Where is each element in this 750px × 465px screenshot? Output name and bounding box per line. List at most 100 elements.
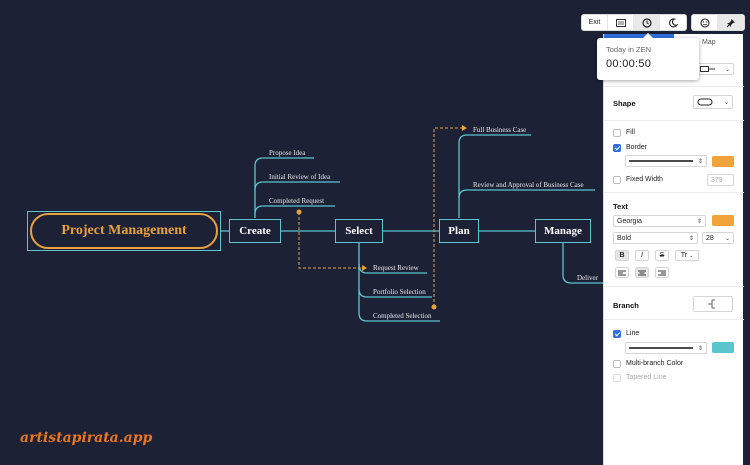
subtopic-deliver[interactable]: Deliver <box>577 274 598 282</box>
format-panel: Map ⌄ Shape ⌄ Fill Border ⇕ Fixed Width … <box>603 34 744 465</box>
stepper-icon: ⇕ <box>688 235 694 242</box>
top-toolbar: Exit <box>581 14 745 31</box>
text-case-button[interactable]: Tr⌄ <box>675 250 699 261</box>
line-color-swatch[interactable] <box>712 342 734 353</box>
multi-branch-color-label: Multi-branch Color <box>626 360 684 367</box>
italic-button[interactable]: I <box>635 250 649 261</box>
subtopic-propose-idea[interactable]: Propose Idea <box>269 149 306 157</box>
subtopic-completed-request[interactable]: Completed Request <box>269 197 325 205</box>
font-size-select[interactable]: 28 ⌄ <box>702 232 734 244</box>
divider <box>604 192 744 193</box>
subtopic-initial-review[interactable]: Initial Review of Idea <box>269 173 331 181</box>
insert-toolbar-group <box>691 14 745 31</box>
line-style-select[interactable]: ⇕ <box>625 342 707 354</box>
connector-initial-review <box>254 181 340 191</box>
connector-request-review <box>358 263 427 274</box>
chevron-down-icon: ⌄ <box>689 252 694 259</box>
align-right-icon[interactable] <box>655 267 669 278</box>
fixed-width-input[interactable]: 379 <box>707 174 734 186</box>
subtopic-request-review[interactable]: Request Review <box>373 264 419 272</box>
chevron-down-icon: ⌄ <box>724 66 730 73</box>
fill-checkbox[interactable] <box>613 129 621 137</box>
relationship-arrowhead-1 <box>362 265 367 271</box>
connector-full-business-case <box>458 134 531 218</box>
divider <box>604 286 744 287</box>
emoji-icon[interactable] <box>692 15 718 30</box>
stepper-icon: ⇕ <box>697 345 703 352</box>
moon-icon[interactable] <box>660 15 686 30</box>
divider <box>604 86 744 87</box>
border-label: Border <box>626 144 648 151</box>
fill-label: Fill <box>626 129 635 136</box>
exit-button[interactable]: Exit <box>582 15 608 30</box>
fixed-width-label: Fixed Width <box>626 176 663 183</box>
watermark: artistapirata.app <box>20 430 153 446</box>
tapered-line-label: Tapered Line <box>626 374 667 381</box>
zen-toolbar-group: Exit <box>581 14 687 31</box>
align-left-icon[interactable] <box>615 267 629 278</box>
relationship-start-dot-1 <box>296 209 302 215</box>
subtopic-review-approval[interactable]: Review and Approval of Business Case <box>473 181 584 189</box>
line-label: Line <box>626 330 640 337</box>
border-color-swatch[interactable] <box>712 156 734 167</box>
branch-section-title: Branch <box>613 301 639 310</box>
relationship-arrow-2 <box>433 127 466 307</box>
connector-portfolio-selection <box>358 288 432 298</box>
outline-icon[interactable] <box>608 15 634 30</box>
relationship-start-dot-2 <box>431 304 437 310</box>
align-center-icon[interactable] <box>635 267 649 278</box>
tab-style[interactable] <box>604 34 674 38</box>
clock-icon[interactable] <box>634 15 660 30</box>
tab-map[interactable]: Map <box>702 39 716 46</box>
bold-button[interactable]: B <box>615 250 629 261</box>
zen-timer-tooltip: Today in ZEN 00:00:50 <box>597 33 699 80</box>
fixed-width-checkbox[interactable] <box>613 176 621 184</box>
connector-completed-request <box>254 205 335 215</box>
border-style-select[interactable]: ⇕ <box>625 155 707 167</box>
topic-manage[interactable]: Manage <box>535 219 591 243</box>
root-node-selection <box>27 211 221 251</box>
branch-structure-select[interactable] <box>693 296 733 312</box>
relationship-arrow-1 <box>298 212 362 269</box>
multi-branch-color-checkbox[interactable] <box>613 360 621 368</box>
shape-select[interactable]: ⌄ <box>693 95 733 109</box>
connector-deliver <box>562 243 603 284</box>
zen-timer-value: 00:00:50 <box>606 58 652 70</box>
divider <box>604 120 744 121</box>
subtopic-portfolio-selection[interactable]: Portfolio Selection <box>373 288 426 296</box>
subtopic-completed-selection[interactable]: Completed Selection <box>373 312 432 320</box>
chevron-down-icon: ⌄ <box>724 235 730 242</box>
font-size-value: 28 <box>706 234 714 242</box>
chevron-down-icon: ⌄ <box>723 99 729 106</box>
connector-completed-selection <box>358 243 440 322</box>
border-checkbox[interactable] <box>613 144 621 152</box>
strikethrough-button[interactable]: S <box>655 250 669 261</box>
connector-review-approval <box>458 189 595 199</box>
subtopic-full-business-case[interactable]: Full Business Case <box>473 126 527 134</box>
root-topic[interactable]: Project Management <box>30 213 218 249</box>
topic-create[interactable]: Create <box>229 219 281 243</box>
topic-plan[interactable]: Plan <box>439 219 479 243</box>
text-case-label: Tr <box>680 252 688 259</box>
font-family-select[interactable]: Georgia ⇕ <box>613 215 706 227</box>
stepper-icon: ⇕ <box>696 218 702 225</box>
panel-tabs: Map <box>604 34 744 52</box>
tapered-line-checkbox <box>613 374 621 382</box>
divider <box>604 319 744 320</box>
relationship-arrowhead-2 <box>462 125 467 131</box>
font-color-swatch[interactable] <box>712 215 734 226</box>
shape-section-title: Shape <box>613 99 636 108</box>
text-section-title: Text <box>613 202 628 211</box>
structure-select[interactable]: ⌄ <box>696 63 734 75</box>
topic-select[interactable]: Select <box>335 219 383 243</box>
font-weight-select[interactable]: Bold ⇕ <box>613 232 698 244</box>
line-checkbox[interactable] <box>613 330 621 338</box>
zen-timer-title: Today in ZEN <box>606 45 652 54</box>
font-weight-value: Bold <box>617 234 632 242</box>
connector-propose-idea <box>254 157 314 218</box>
font-family-value: Georgia <box>617 217 642 225</box>
stepper-icon: ⇕ <box>697 158 703 165</box>
pin-icon[interactable] <box>718 15 744 30</box>
